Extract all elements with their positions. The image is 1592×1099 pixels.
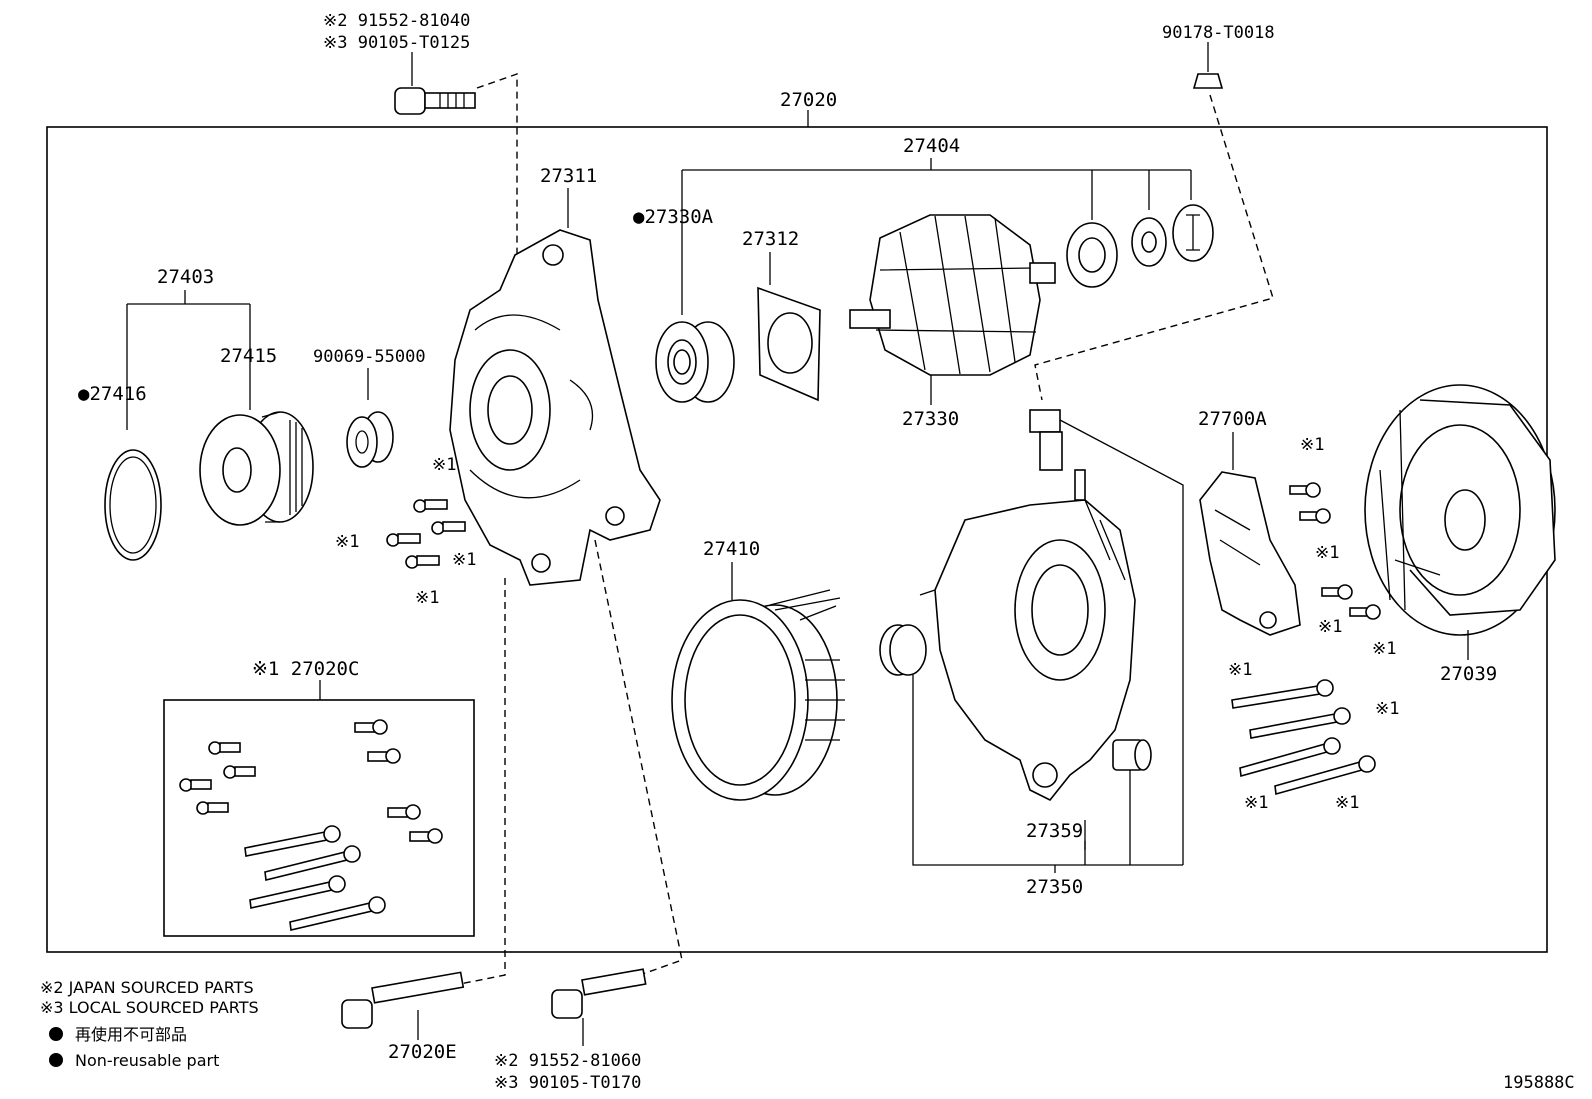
label-rear-frame-assy[interactable]: 27350 (1026, 876, 1083, 898)
ring-icon (104, 449, 162, 561)
cover-ring-icon (1172, 204, 1214, 262)
front-frame-icon (449, 229, 661, 586)
rear-frame-icon (919, 499, 1136, 802)
bolt-bottom-right-icon (551, 968, 647, 1019)
assembly-frame (46, 126, 1548, 953)
rotor-icon (849, 214, 1056, 376)
note-mark-3: ※1 (452, 550, 476, 570)
label-regulator[interactable]: 27700A (1198, 408, 1267, 430)
note-mark-9: ※1 (1228, 660, 1252, 680)
stator-icon (671, 589, 845, 801)
label-ring[interactable]: ●27416 (78, 383, 147, 405)
note-mark-4: ※1 (415, 588, 439, 608)
label-pulley[interactable]: 27415 (220, 345, 277, 367)
screw-set-box (163, 699, 475, 937)
screw-icon (386, 499, 466, 569)
bullet-icon (49, 1027, 63, 1041)
nut-top-icon (1192, 73, 1224, 89)
label-bolt-bottom-2[interactable]: ※3 90105-T0170 (494, 1073, 641, 1093)
retainer-icon (757, 286, 821, 402)
label-frame[interactable]: 27311 (540, 165, 597, 187)
legend-japan: ※2 JAPAN SOURCED PARTS (40, 978, 254, 997)
note-mark-12: ※1 (1335, 793, 1359, 813)
label-cover[interactable]: 27039 (1440, 663, 1497, 685)
pulley-icon (199, 411, 314, 526)
bearing-front-icon (655, 321, 735, 403)
note-mark-2: ※1 (335, 532, 359, 552)
bolt-bottom-left-icon (341, 971, 465, 1029)
bearing-rear-icon (1066, 222, 1118, 288)
terminal-plug-icon (1029, 409, 1086, 501)
cover-icon (1364, 384, 1556, 636)
label-bolt-top-2[interactable]: ※3 90105-T0125 (323, 33, 470, 53)
rear-bushing-icon (1112, 739, 1152, 771)
legend: ※2 JAPAN SOURCED PARTS ※3 LOCAL SOURCED … (40, 978, 259, 1070)
label-assembly[interactable]: 27020 (780, 89, 837, 111)
note-mark-8: ※1 (1372, 639, 1396, 659)
legend-nonreusable-jp: 再使用不可部品 (75, 1025, 187, 1044)
legend-local: ※3 LOCAL SOURCED PARTS (40, 998, 259, 1017)
label-stator[interactable]: 27410 (703, 538, 760, 560)
label-rear-frame[interactable]: 27359 (1026, 820, 1083, 842)
regulator-icon (1199, 471, 1301, 636)
diagram-code: 195888C (1503, 1073, 1575, 1093)
long-bolt-icon (1231, 679, 1376, 796)
screw-icon (1289, 482, 1381, 620)
note-mark-10: ※1 (1375, 699, 1399, 719)
label-bearing-front[interactable]: ●27330A (633, 206, 714, 228)
label-rotor[interactable]: 27330 (902, 408, 959, 430)
note-mark-7: ※1 (1318, 617, 1342, 637)
label-collar[interactable]: 90069-55000 (313, 347, 426, 367)
label-bolt-top-1[interactable]: ※2 91552-81040 (323, 11, 470, 31)
label-nut-top[interactable]: 90178-T0018 (1162, 23, 1275, 43)
screw-set-icon (179, 719, 443, 931)
label-screw-set[interactable]: ※1 27020C (252, 658, 359, 680)
note-mark-11: ※1 (1244, 793, 1268, 813)
note-mark-6: ※1 (1315, 543, 1339, 563)
collar-icon (346, 411, 394, 468)
label-pulley-assy[interactable]: 27403 (157, 266, 214, 288)
label-bolt-bottom-left[interactable]: 27020E (388, 1041, 457, 1063)
legend-nonreusable: Non-reusable part (75, 1051, 219, 1070)
label-bolt-bottom-1[interactable]: ※2 91552-81060 (494, 1051, 641, 1071)
note-mark-1: ※1 (432, 455, 456, 475)
bullet-icon (49, 1053, 63, 1067)
label-retainer[interactable]: 27312 (742, 228, 799, 250)
rear-cap-icon (879, 624, 927, 676)
label-rotor-assy[interactable]: 27404 (903, 135, 960, 157)
bolt-top-icon (394, 87, 476, 115)
note-mark-5: ※1 (1300, 435, 1324, 455)
washer-icon (1131, 217, 1167, 267)
